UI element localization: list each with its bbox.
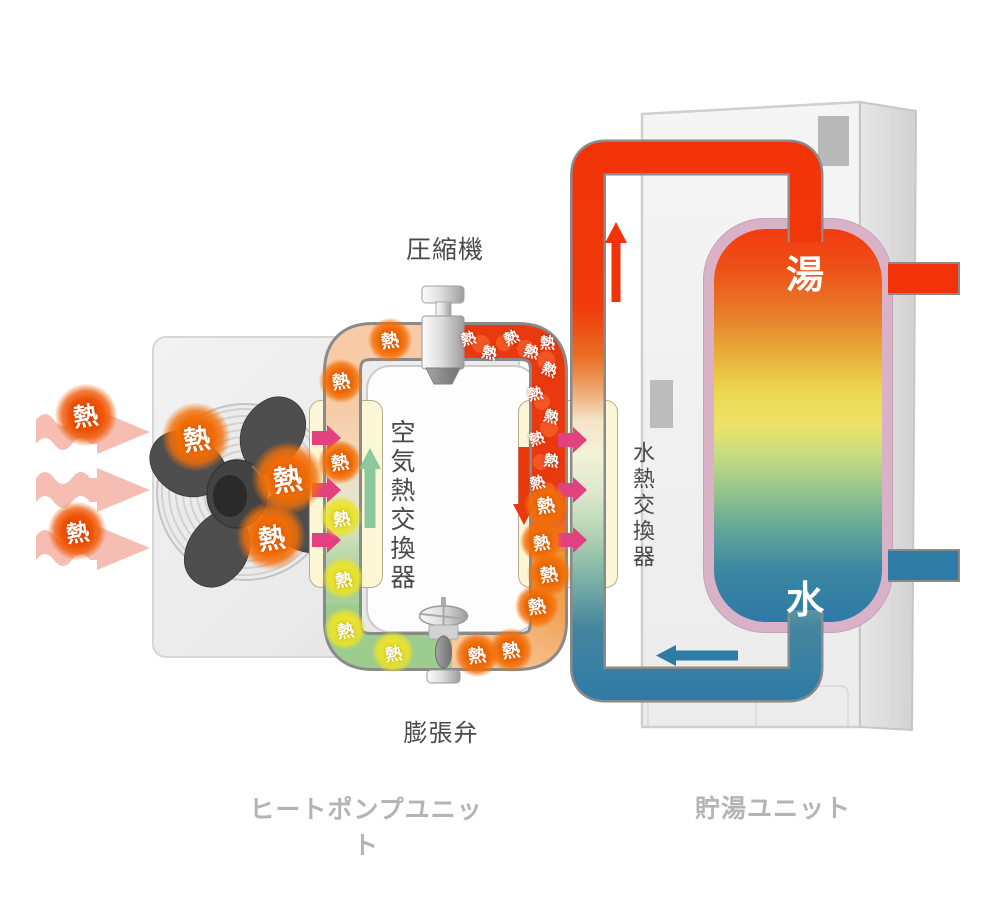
cold-water-inlet-pipe [888, 549, 960, 582]
tank-cold-label: 水 [785, 580, 824, 622]
dense-heat-glyph: 熱 [527, 429, 547, 450]
heat-badge: 熱 [372, 631, 414, 673]
heat-badge: 熱 [520, 520, 562, 562]
tank-hot-label: 湯 [785, 255, 824, 297]
heat-badge: 熱 [55, 384, 117, 446]
heat-badge: 熱 [324, 608, 366, 650]
dense-heat-glyph: 熱 [540, 335, 556, 352]
heat-badge: 熱 [455, 633, 499, 677]
hot-water-outlet-pipe [888, 262, 960, 295]
dense-heat-glyph: 熱 [541, 407, 561, 428]
dense-heat-glyph: 熱 [480, 343, 499, 364]
dense-heat-glyph: 熱 [521, 342, 541, 363]
dense-heat-glyph: 熱 [528, 473, 548, 494]
dense-heat-glyph: 熱 [538, 359, 560, 382]
water-heat-exchanger-label: 水熱交換器 [630, 441, 655, 571]
heat-badge: 熱 [320, 496, 362, 538]
heat-pump-unit-title: ヒートポンプユニット [249, 796, 483, 860]
air-heat-exchanger-label: 空気熱交換器 [387, 419, 415, 593]
storage-tank-unit-title: 貯湯ユニット [694, 795, 851, 823]
dense-heat-glyph: 熱 [459, 329, 479, 350]
heat-badge: 熱 [162, 403, 230, 471]
heat-badge: 熱 [515, 584, 559, 628]
dense-heat-glyph: 熱 [526, 384, 545, 405]
heat-badge: 熱 [524, 483, 568, 527]
dense-heat-glyph: 熱 [542, 452, 560, 471]
heat-badge: 熱 [319, 359, 363, 403]
heat-badge: 熱 [252, 442, 324, 514]
heat-badge: 熱 [489, 628, 533, 672]
heat-badge: 熱 [237, 502, 305, 570]
expansion-valve-label: 膨張弁 [403, 720, 479, 747]
compressor-label: 圧縮機 [405, 236, 484, 264]
heat-badge: 熱 [318, 440, 362, 484]
heat-badge: 熱 [368, 318, 412, 362]
dense-heat-glyph: 熱 [501, 327, 523, 350]
heat-badge: 熱 [527, 552, 571, 596]
heat-badge: 熱 [48, 502, 106, 560]
heat-badge: 熱 [322, 557, 364, 599]
